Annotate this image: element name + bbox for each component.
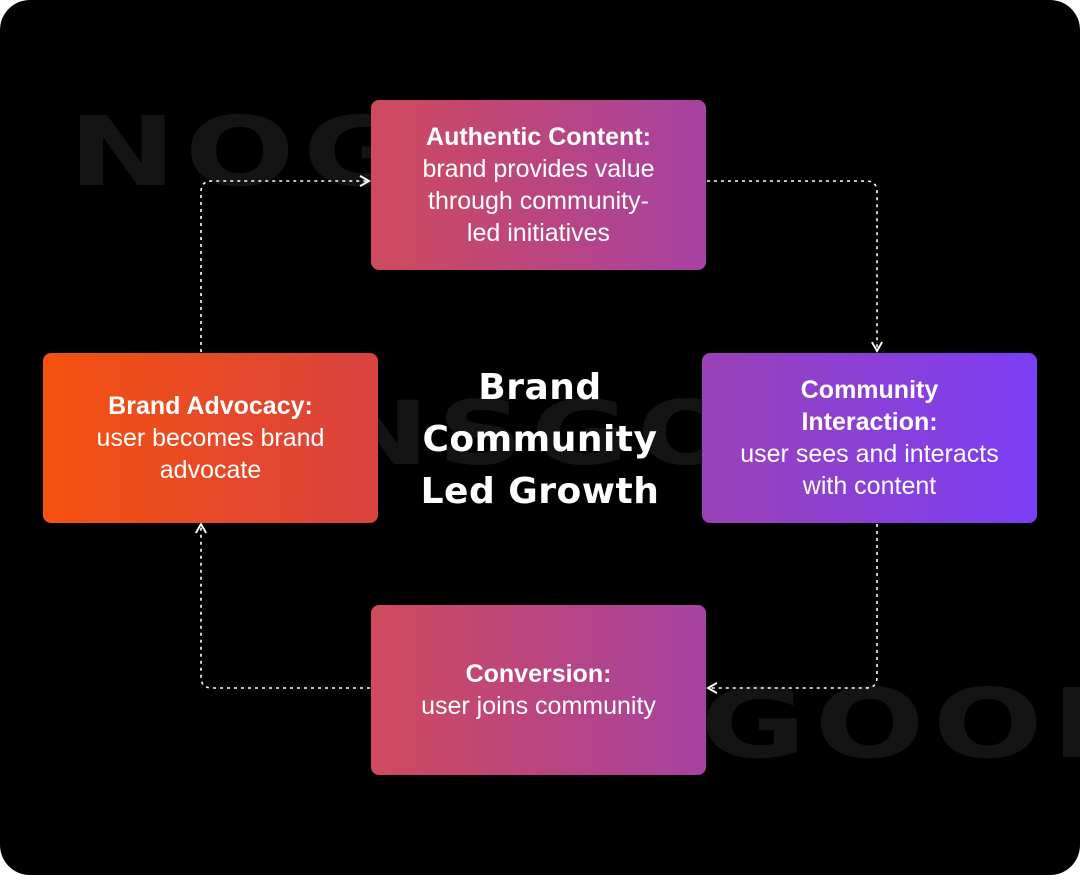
- node-brand-advocacy: Brand Advocacy: user becomes brand advoc…: [43, 353, 378, 523]
- center-title-line: Community: [422, 419, 658, 460]
- node-conversion: Conversion: user joins community: [371, 605, 706, 775]
- connector-content-to-interaction: [707, 180, 883, 353]
- node-description-line: brand provides value: [422, 155, 655, 183]
- node-title: Brand Advocacy:: [108, 392, 313, 420]
- background-watermark: GOOD: [700, 668, 1080, 780]
- center-title-line: Brand: [478, 367, 602, 408]
- connector-interaction-to-conversion: [706, 524, 878, 694]
- node-description-line: through community-: [428, 187, 649, 215]
- diagram-center-title: Brand Community Led Growth: [390, 362, 690, 518]
- node-description-line: advocate: [159, 456, 262, 484]
- connector-advocacy-to-content: [200, 175, 371, 352]
- node-title: Authentic Content:: [426, 123, 651, 151]
- node-title: Community: [800, 376, 939, 404]
- node-title: Interaction:: [801, 408, 938, 436]
- node-description-line: user sees and interacts: [740, 440, 999, 468]
- node-title: Conversion:: [465, 660, 612, 688]
- node-description-line: led initiatives: [466, 219, 611, 247]
- node-description-line: with content: [802, 472, 937, 500]
- node-description-line: user becomes brand: [96, 424, 325, 452]
- node-authentic-content: Authentic Content: brand provides value …: [371, 100, 706, 270]
- connector-conversion-to-advocacy: [195, 522, 370, 689]
- node-description-line: user joins community: [421, 692, 656, 720]
- center-title-line: Led Growth: [420, 471, 660, 512]
- node-community-interaction: Community Interaction: user sees and int…: [702, 353, 1037, 523]
